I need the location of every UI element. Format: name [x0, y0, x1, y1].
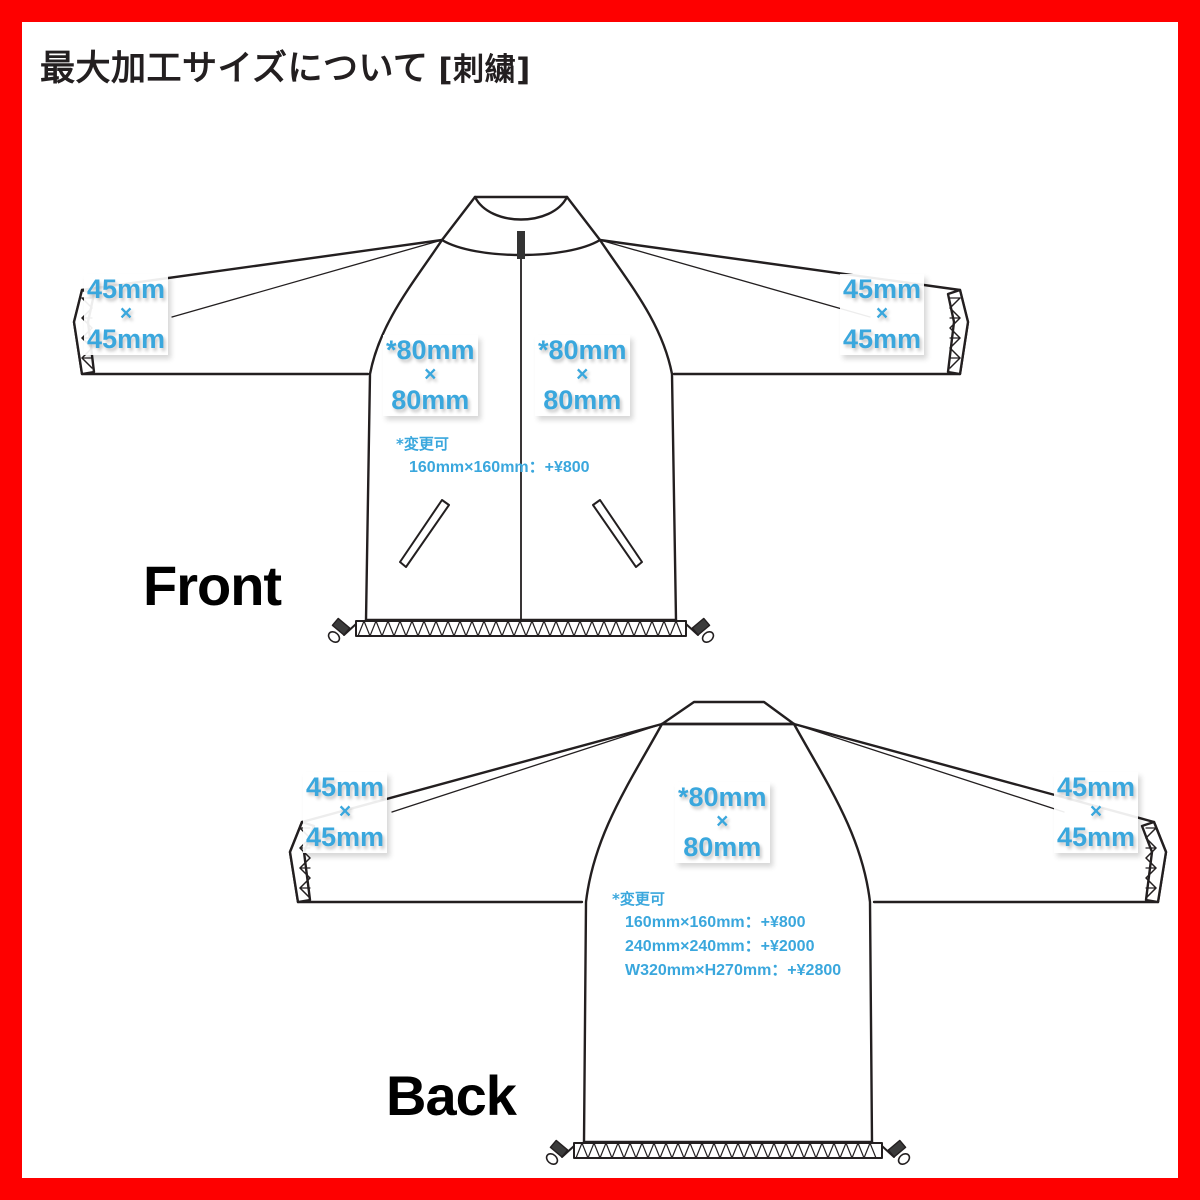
- front-right-chest-height: 80mm: [543, 385, 622, 416]
- back-note-row-0: 160mm×160mm：+¥800: [625, 913, 806, 931]
- front-right-sleeve-height: 45mm: [843, 324, 922, 355]
- front-right-chest-x: ×: [576, 363, 589, 387]
- back-center-width: *80mm: [678, 782, 767, 812]
- front-right-sleeve-x: ×: [875, 302, 889, 326]
- front-view-caption: Front: [143, 554, 282, 617]
- front-left-sleeve-height: 45mm: [87, 324, 166, 355]
- front-left-chest-height: 80mm: [391, 385, 470, 416]
- back-size-change-note: *変更可 160mm×160mm：+¥800 240mm×240mm：+¥200…: [612, 888, 841, 984]
- front-note-header: *変更可: [396, 435, 449, 453]
- back-right-sleeve-height: 45mm: [1057, 822, 1136, 853]
- front-right-sleeve-size-label: 45mm × 45mm: [840, 274, 925, 355]
- front-left-sleeve-x: ×: [119, 302, 133, 326]
- back-collar: [660, 700, 796, 726]
- back-left-sleeve-size-label: 45mm × 45mm: [303, 772, 388, 853]
- front-left-chest-x: ×: [424, 363, 437, 387]
- page-title: 最大加工サイズについて[刺繍]: [40, 40, 531, 91]
- front-note-row-0: 160mm×160mm：+¥800: [409, 458, 590, 476]
- back-left-sleeve-width: 45mm: [306, 772, 385, 802]
- back-view-caption: Back: [386, 1064, 517, 1127]
- front-right-sleeve-width: 45mm: [843, 274, 922, 304]
- back-note-row-1: 240mm×240mm：+¥2000: [625, 938, 815, 956]
- front-size-change-note: *変更可 160mm×160mm：+¥800: [396, 433, 590, 480]
- front-left-sleeve-width: 45mm: [87, 274, 166, 304]
- front-hem-rib: [327, 617, 715, 643]
- front-body: [364, 238, 678, 622]
- back-note-row-2: W320mm×H270mm：+¥2800: [625, 962, 842, 980]
- back-hem-rib: [545, 1139, 911, 1165]
- back-center-height: 80mm: [683, 832, 762, 863]
- back-right-drawcord-toggle: [881, 1139, 911, 1165]
- front-zipper: [517, 231, 525, 621]
- front-pockets: [399, 499, 643, 568]
- front-left-drawcord-toggle: [327, 617, 357, 643]
- back-left-drawcord-toggle: [545, 1139, 575, 1165]
- page-title-bracket: [刺繍]: [438, 52, 531, 88]
- front-right-chest-size-label: *80mm × 80mm: [535, 335, 630, 416]
- back-note-header: *変更可: [612, 890, 665, 908]
- front-leader-lines: [171, 239, 871, 318]
- front-left-chest-width: *80mm: [386, 335, 475, 365]
- back-center-size-label: *80mm × 80mm: [675, 782, 770, 863]
- back-left-sleeve-height: 45mm: [306, 822, 385, 853]
- front-right-drawcord-toggle: [685, 617, 715, 643]
- front-left-chest-size-label: *80mm × 80mm: [383, 335, 478, 416]
- page-inner: 最大加工サイズについて[刺繍]: [22, 22, 1178, 1178]
- page-title-main: 最大加工サイズについて: [40, 49, 429, 89]
- back-right-sleeve-x: ×: [1089, 800, 1103, 824]
- back-right-sleeve-size-label: 45mm × 45mm: [1054, 772, 1139, 853]
- front-right-chest-width: *80mm: [538, 335, 627, 365]
- back-left-sleeve-x: ×: [338, 800, 352, 824]
- front-collar: [440, 195, 602, 257]
- back-right-sleeve-width: 45mm: [1057, 772, 1136, 802]
- front-left-sleeve-size-label: 45mm × 45mm: [84, 274, 169, 355]
- back-center-x: ×: [716, 810, 729, 834]
